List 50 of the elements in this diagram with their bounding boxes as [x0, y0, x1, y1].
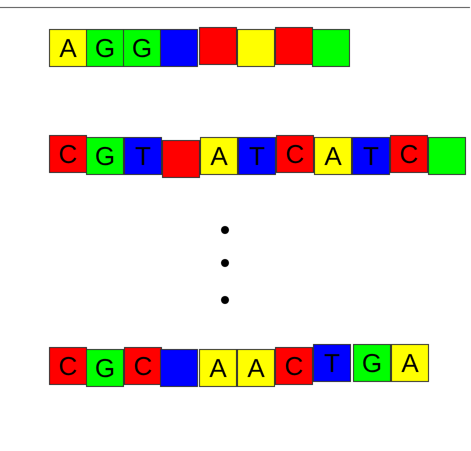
nucleotide-square — [313, 344, 351, 382]
base-letter: A — [401, 350, 419, 376]
nucleotide-square — [312, 29, 350, 67]
base-letter: A — [59, 35, 77, 61]
nucleotide-square — [275, 27, 313, 65]
nucleotide-square — [49, 29, 87, 67]
base-letter: C — [400, 141, 418, 167]
nucleotide-square — [49, 135, 87, 173]
nucleotide-square — [276, 135, 314, 173]
nucleotide-square — [160, 349, 198, 387]
nucleotide-square — [123, 29, 161, 67]
nucleotide-square — [86, 29, 124, 67]
nucleotide-square — [199, 349, 237, 387]
nucleotide-square — [237, 349, 275, 387]
base-letter: C — [58, 353, 78, 379]
base-letter: T — [324, 350, 340, 376]
base-letter: G — [94, 35, 116, 61]
base-letter: C — [284, 353, 304, 379]
nucleotide-square — [199, 27, 237, 65]
nucleotide-square — [390, 135, 428, 173]
base-letter: C — [134, 353, 152, 379]
nucleotide-square — [391, 344, 429, 382]
nucleotide-square — [428, 137, 466, 175]
base-letter: T — [249, 143, 265, 169]
base-letter: A — [209, 355, 227, 381]
nucleotide-square — [314, 137, 352, 175]
nucleotide-square — [124, 137, 162, 175]
base-letter: T — [363, 143, 379, 169]
base-letter: C — [58, 141, 78, 167]
base-letter: A — [247, 355, 265, 381]
nucleotide-square — [162, 140, 200, 178]
nucleotide-square — [237, 29, 275, 67]
nucleotide-square — [49, 347, 87, 385]
nucleotide-square — [353, 344, 391, 382]
base-letter: G — [94, 355, 116, 381]
base-letter: A — [210, 143, 228, 169]
nucleotide-square — [200, 137, 238, 175]
base-letter: G — [362, 350, 382, 376]
nucleotide-square — [275, 347, 313, 385]
base-letter: G — [132, 35, 152, 61]
nucleotide-square — [352, 137, 390, 175]
nucleotide-square — [86, 349, 124, 387]
nucleotide-square — [160, 29, 198, 67]
base-letter: C — [286, 141, 304, 167]
nucleotide-square — [238, 137, 276, 175]
base-letter: G — [94, 143, 116, 169]
base-letter: T — [135, 143, 151, 169]
base-letter: A — [324, 143, 342, 169]
nucleotide-square — [124, 347, 162, 385]
nucleotide-square — [86, 137, 124, 175]
